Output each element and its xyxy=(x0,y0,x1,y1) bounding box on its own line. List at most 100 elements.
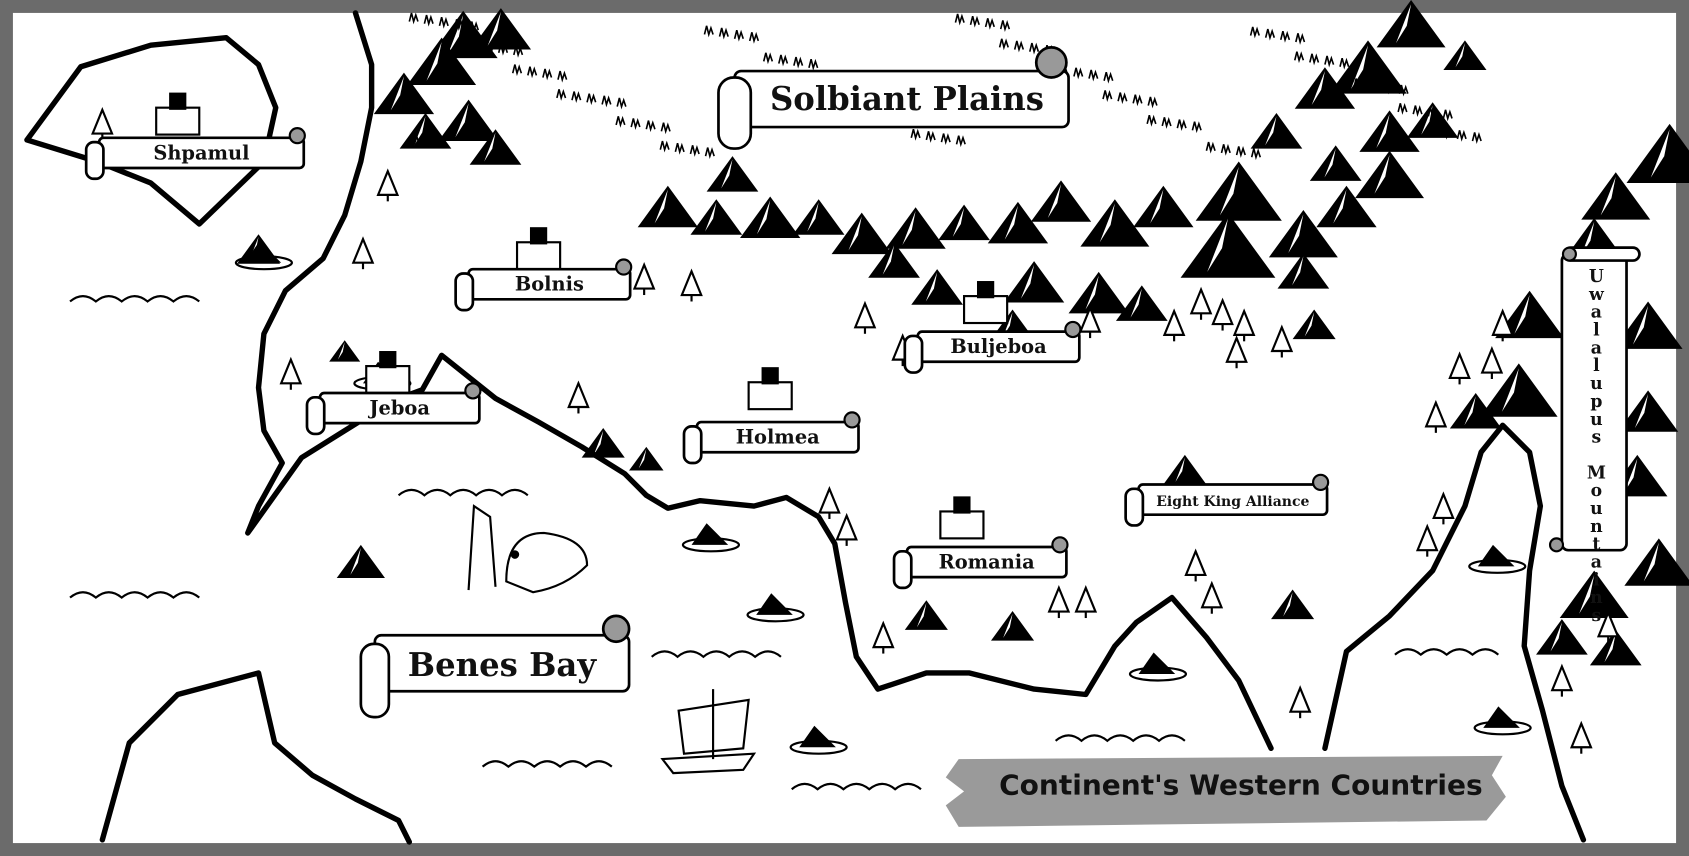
grass-icon xyxy=(689,144,700,157)
mountain-shade xyxy=(848,216,862,251)
mountain-shade xyxy=(1099,203,1115,243)
mountain-shade xyxy=(1632,305,1649,345)
grass-icon xyxy=(704,147,715,160)
scroll-curl xyxy=(464,382,482,400)
castle-icon xyxy=(365,365,411,395)
grass-icon xyxy=(542,68,553,81)
scroll-roll xyxy=(903,334,924,374)
grass-icon xyxy=(1235,146,1246,158)
grass-icon xyxy=(1250,148,1262,161)
mountain-shade xyxy=(807,202,819,232)
uwalalupus-mountains-label: Uwalalupus Mountains xyxy=(1586,267,1606,624)
towns: ShpamulBolnisJeboaHolmeaBuljeboaRomaniaE… xyxy=(84,92,1330,590)
islet-icon xyxy=(1477,544,1515,567)
benes-bay-label: Benes Bay xyxy=(408,646,598,684)
mountain-icon xyxy=(1294,67,1356,109)
mountain-shade xyxy=(1501,368,1519,412)
mountain-icon xyxy=(1480,363,1558,417)
castle-tower xyxy=(761,367,779,385)
shpamul-island-coast xyxy=(24,34,279,227)
castle-tower xyxy=(976,281,995,299)
southern-coast xyxy=(99,670,413,845)
castle-tower xyxy=(953,496,971,514)
mountain-icon xyxy=(469,129,522,165)
grass-icon xyxy=(955,135,966,148)
mountain-icon xyxy=(1271,589,1315,620)
mountain-shade xyxy=(1396,4,1412,44)
mountain-icon xyxy=(904,600,948,630)
mountain-shade xyxy=(1464,396,1476,426)
grass-icon xyxy=(468,21,480,34)
castle-icon xyxy=(747,381,793,411)
mountain-icon xyxy=(373,72,435,115)
benes-bay-scroll: Benes Bay xyxy=(359,614,631,719)
mountain-icon xyxy=(1003,261,1065,303)
wave-icon xyxy=(481,760,613,769)
grass-icon xyxy=(1013,40,1025,53)
grass-icon xyxy=(467,39,478,52)
grass-icon xyxy=(438,16,449,29)
scroll-curl xyxy=(615,258,633,276)
mountain-icon xyxy=(706,156,759,192)
mountain-icon xyxy=(885,207,946,249)
mountain-icon xyxy=(868,242,920,278)
grass-icon xyxy=(645,120,656,133)
grass-icon xyxy=(1309,53,1320,66)
mountain-icon xyxy=(407,37,477,86)
grass-icon xyxy=(1383,82,1394,95)
islet-icon xyxy=(691,523,729,545)
terrain-layer xyxy=(91,0,1689,755)
town-label-alliance: Eight King Alliance xyxy=(1156,494,1309,510)
scroll-roll xyxy=(305,395,326,436)
scroll-roll xyxy=(892,549,913,590)
mountain-icon xyxy=(1443,40,1487,70)
grass-icon xyxy=(1471,132,1482,144)
mountain-shade xyxy=(1351,45,1369,89)
mountain-shade xyxy=(1333,189,1347,224)
grass-icon xyxy=(1028,42,1040,55)
western-coast xyxy=(245,10,1274,752)
grass-icon xyxy=(1191,121,1202,134)
mountain-shade xyxy=(1004,205,1018,240)
mountain-icon xyxy=(1277,253,1330,289)
grass-icon xyxy=(925,130,936,143)
mountain-shade xyxy=(249,236,259,262)
grass-icon xyxy=(1176,119,1187,132)
mountain-icon xyxy=(1589,629,1642,666)
town-jeboa: Jeboa xyxy=(305,351,482,436)
grass-icon xyxy=(778,54,789,67)
grass-icon xyxy=(1398,84,1409,97)
mountain-shade xyxy=(756,200,771,235)
mountain-icon xyxy=(336,544,385,578)
mountain-shade xyxy=(1047,184,1062,219)
grass-icon xyxy=(1161,116,1172,129)
wave-icon xyxy=(397,488,529,497)
castle-icon xyxy=(515,241,562,271)
wave-icon xyxy=(650,650,782,659)
uwalalupus-mountains-scroll: Uwalalupus Mountains xyxy=(1548,246,1641,624)
mountain-shade xyxy=(1175,457,1185,482)
grass-icon xyxy=(940,133,951,146)
mountain-icon xyxy=(1133,185,1194,228)
grass-icon xyxy=(615,115,626,128)
castle-tower xyxy=(169,92,187,110)
eastern-coast xyxy=(1322,422,1587,843)
sea-serpent-icon xyxy=(467,504,589,594)
grass-icon xyxy=(954,13,965,26)
grass-icon xyxy=(497,43,509,56)
grass-icon xyxy=(557,70,568,83)
town-label-romania: Romania xyxy=(939,551,1036,574)
mountain-shade xyxy=(1311,71,1325,105)
mountain-icon xyxy=(1180,212,1276,278)
grass-icon xyxy=(1205,141,1216,154)
grass-icon xyxy=(1088,69,1099,82)
grass-icon xyxy=(718,27,729,40)
town-label-buljeboa: Buljeboa xyxy=(950,335,1047,358)
grass-icon xyxy=(703,25,714,38)
mountain-icon xyxy=(987,201,1049,244)
mountain-icon xyxy=(740,196,801,238)
grass-icon xyxy=(1456,129,1467,142)
mountain-icon xyxy=(1581,172,1651,220)
scroll-roll xyxy=(682,425,703,465)
